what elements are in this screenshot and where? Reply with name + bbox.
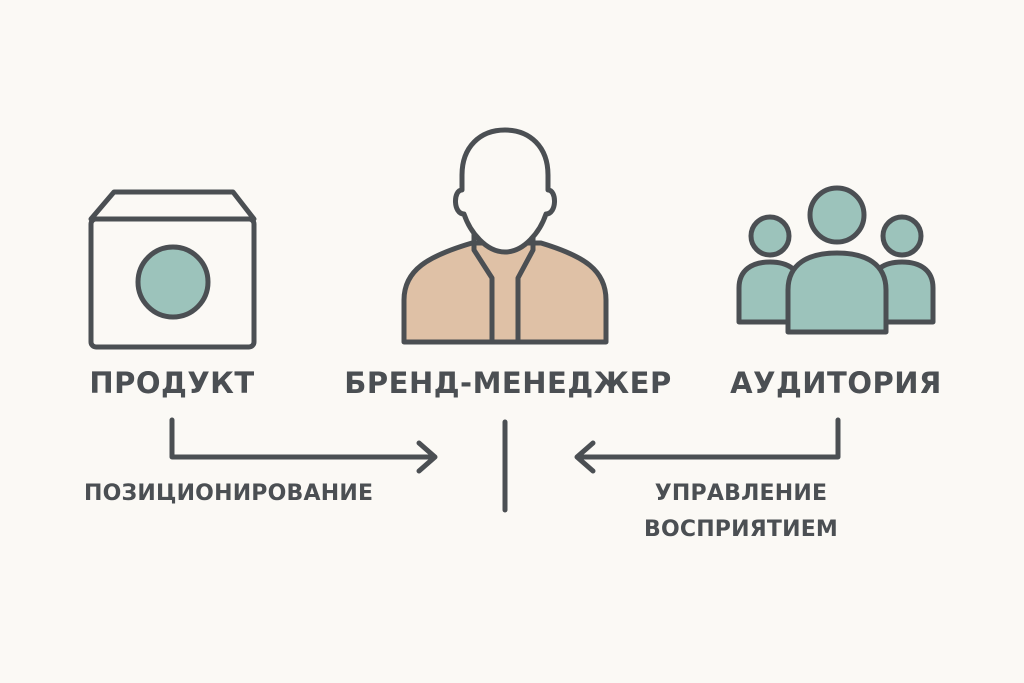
arrow-perception-head <box>574 440 596 474</box>
edge-label-perception-line2: ВОСПРИЯТИЕМ <box>643 517 839 542</box>
arrow-positioning-head <box>416 440 438 474</box>
node-label-audience: АУДИТОРИЯ <box>730 366 942 400</box>
edge-label-perception: УПРАВЛЕНИЕ ВОСПРИЯТИЕМ <box>644 476 838 548</box>
edge-label-positioning: ПОЗИЦИОНИРОВАНИЕ <box>84 481 374 506</box>
person-icon <box>401 127 609 345</box>
arrow-positioning <box>169 417 437 460</box>
arrow-perception <box>575 417 841 460</box>
node-label-product: ПРОДУКТ <box>89 366 255 400</box>
group-icon <box>736 185 936 335</box>
edge-label-perception-line1: УПРАВЛЕНИЕ <box>654 481 828 506</box>
product-box-icon <box>88 189 257 350</box>
node-label-brand-manager: БРЕНД-МЕНЕДЖЕР <box>344 366 672 400</box>
